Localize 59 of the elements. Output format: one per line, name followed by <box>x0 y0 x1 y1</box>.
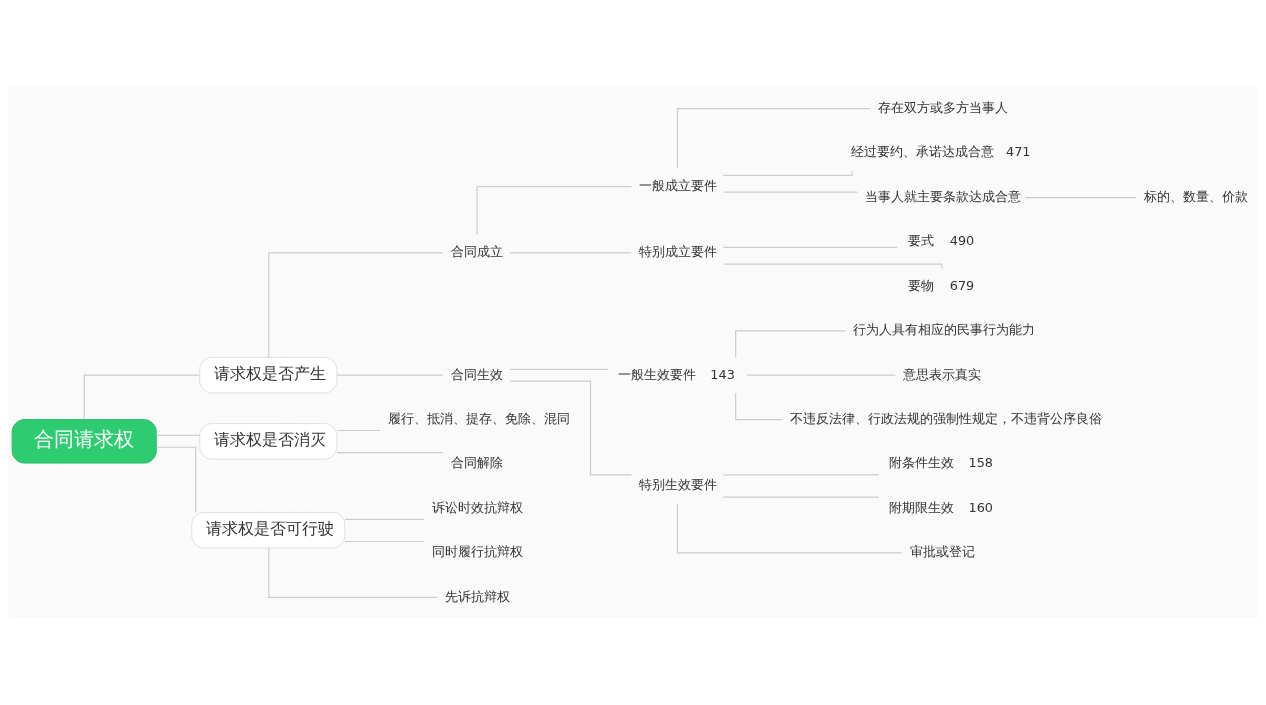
connector <box>722 263 943 269</box>
node-text: 行为人具有相应的民事行为能力 <box>853 321 1036 337</box>
node-text: 不违反法律、行政法规的强制性规定，不违背公序良俗 <box>789 410 1102 426</box>
node-text: 标的、数量、价款 <box>1144 188 1249 204</box>
connector <box>676 502 903 553</box>
node-text: 要式 <box>907 232 934 248</box>
node-label: 160 <box>968 499 993 515</box>
node-text: 意思表示真实 <box>903 366 982 382</box>
node-text: 一般生效要件 <box>618 366 697 382</box>
node-box: 请求权是否消灭 <box>199 422 338 460</box>
connector <box>155 446 197 513</box>
connector <box>509 380 633 475</box>
node-text: 同时履行抗辩权 <box>432 543 524 559</box>
connector <box>676 107 871 169</box>
connector <box>722 191 858 193</box>
node-box: 合同请求权 <box>11 418 157 464</box>
node-label: 679 <box>949 277 975 293</box>
connector <box>83 374 201 420</box>
connector <box>509 251 632 253</box>
node-label: 490 <box>949 232 975 248</box>
connector <box>336 429 381 431</box>
node-text: 合同解除 <box>450 454 503 470</box>
connector <box>336 451 444 453</box>
connector <box>735 391 783 420</box>
node-text: 附期限生效 <box>889 499 955 515</box>
connector <box>722 496 880 498</box>
node-text: 合同生效 <box>450 366 503 382</box>
node-text: 合同成立 <box>450 243 503 259</box>
connector <box>344 518 425 520</box>
node-text: 审批或登记 <box>909 543 975 559</box>
node-text: 一般成立要件 <box>639 177 718 193</box>
connector <box>722 246 898 248</box>
connector <box>336 374 444 376</box>
connector <box>1024 196 1137 198</box>
node-label: 143 <box>710 366 735 382</box>
node-text: 附条件生效 <box>889 454 955 470</box>
connector <box>509 368 609 370</box>
connector <box>746 374 896 376</box>
node-box: 请求权是否可行驶 <box>191 511 346 548</box>
connector <box>155 434 201 436</box>
connector <box>722 473 880 475</box>
node-text: 当事人就主要条款达成合意 <box>865 188 1022 204</box>
node-text: 存在双方或多方当事人 <box>878 99 1009 115</box>
node-text: 特别成立要件 <box>639 243 718 259</box>
connector <box>344 540 425 542</box>
node-text: 要物 <box>907 277 934 293</box>
node-text: 履行、抵消、提存、免除、混同 <box>388 410 571 426</box>
node-box: 请求权是否产生 <box>199 356 338 393</box>
node-text: 诉讼时效抗辩权 <box>432 499 524 515</box>
connector <box>268 251 444 358</box>
node-label: 158 <box>968 454 993 470</box>
connector <box>735 329 846 358</box>
node-text: 特别生效要件 <box>639 476 718 492</box>
connector <box>722 169 853 176</box>
node-label: 471 <box>1005 143 1031 159</box>
connector <box>476 185 633 235</box>
node-text: 先诉抗辩权 <box>444 588 510 604</box>
node-text: 经过要约、承诺达成合意 <box>850 143 994 159</box>
connector <box>268 547 438 598</box>
